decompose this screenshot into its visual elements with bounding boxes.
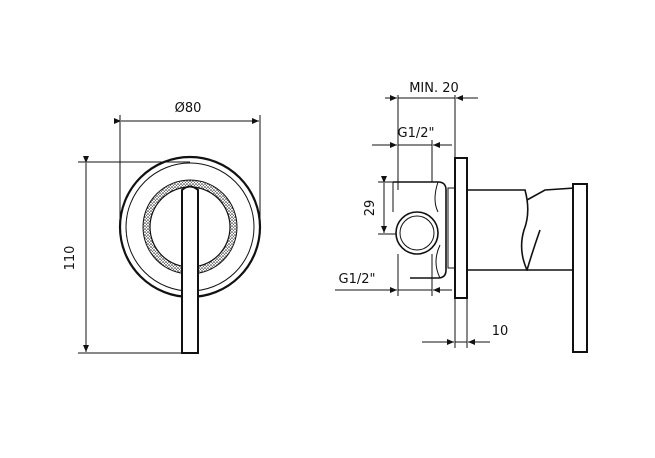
side-view: MIN. 20 G1/2" 29 G1/2" — [335, 81, 588, 353]
lever-side — [572, 183, 588, 353]
dim-label-plate: 10 — [492, 324, 509, 339]
dim-label-min-depth: MIN. 20 — [409, 81, 459, 96]
valve-body — [393, 181, 447, 279]
dim-label-thread-bottom: G1/2" — [339, 272, 376, 287]
handle-body — [467, 189, 529, 271]
dim-label-offset: 29 — [363, 200, 378, 217]
dim-label-thread-top: G1/2" — [398, 126, 435, 141]
dim-label-diameter: Ø80 — [175, 101, 202, 116]
wall-plate — [454, 157, 468, 299]
lever-handle — [181, 185, 199, 354]
dim-label-height: 110 — [63, 246, 78, 271]
front-view: Ø80 110 — [63, 101, 262, 354]
inlet-coupling — [395, 211, 439, 255]
